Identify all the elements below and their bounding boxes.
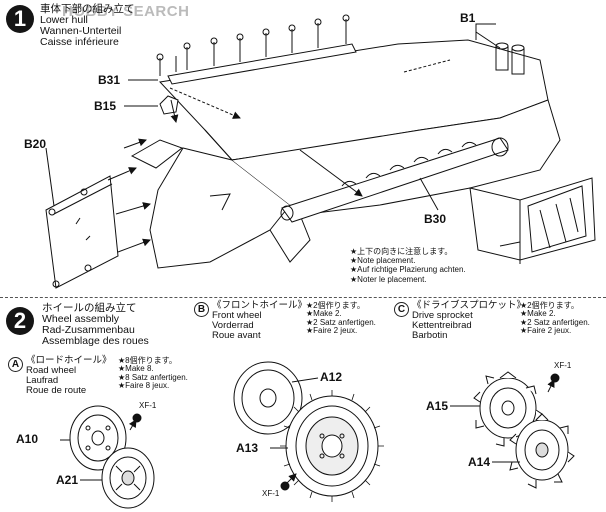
part-label-b31: B31 <box>98 73 121 87</box>
road-wheel-qty-ja: ★8個作ります。 <box>118 356 177 365</box>
step-1-title-fr: Caisse inférieure <box>40 36 119 49</box>
drive-sprocket-title-de: Kettentreibrad <box>412 319 472 331</box>
drive-sprocket-header: 《ドライブスプロケット》 Drive sprocket Kettentreibr… <box>412 301 526 341</box>
step-2-title-ja: ホイールの組み立て <box>42 302 137 314</box>
front-wheel-title-de: Vorderrad <box>212 319 254 331</box>
road-wheel-qty-fr: ★Faire 8 jeux. <box>118 381 170 391</box>
front-wheel-qty-ja: ★2個作ります。 <box>306 301 365 310</box>
front-wheel-qty-de: ★2 Satz anfertigen. <box>306 317 376 327</box>
part-label-b15: B15 <box>94 99 117 113</box>
part-label-a13: A13 <box>236 441 259 455</box>
drive-sprocket-qty: ★2個作ります。 ★Make 2. ★2 Satz anfertigen. ★F… <box>520 301 590 336</box>
road-wheel-header: 《ロードホイール》 Road wheel Laufrad Roue de rou… <box>26 356 112 396</box>
part-label-a14: A14 <box>468 455 491 469</box>
step-2-header: ホイールの組み立て Wheel assembly Rad-Zusammenbau… <box>42 302 149 348</box>
part-label-xf1-c: XF-1 <box>554 361 572 370</box>
front-wheel-header: 《フロントホイール》 Front wheel Vorderrad Roue av… <box>212 301 307 341</box>
placement-note: ★上下の向きに注意します。 ★Note placement. ★Auf rich… <box>350 247 466 284</box>
step-1-header: 車体下部の組み立て Lower hull Wannen-Unterteil Ca… <box>40 3 135 49</box>
part-label-a15: A15 <box>426 399 449 413</box>
sub-step-c-marker: C <box>394 302 409 317</box>
watermark-text: HOBBY SEARCH <box>62 3 190 20</box>
part-label-xf1-b: XF-1 <box>262 489 280 498</box>
drive-sprocket-drawing <box>450 371 575 489</box>
drive-sprocket-title-en: Drive sprocket <box>412 309 473 321</box>
step-2-title-de: Rad-Zusammenbau <box>42 324 135 337</box>
drive-sprocket-qty-ja: ★2個作ります。 <box>520 301 579 310</box>
drive-sprocket-qty-de: ★2 Satz anfertigen. <box>520 317 590 327</box>
step-1-title-de: Wannen-Unterteil <box>40 25 122 38</box>
placement-note-en: ★Note placement. <box>350 256 416 266</box>
placement-note-de: ★Auf richtige Plazierung achten. <box>350 265 466 275</box>
road-wheel-title-ja: 《ロードホイール》 <box>26 355 112 366</box>
lower-hull-drawing <box>45 14 596 289</box>
road-wheel-qty-en: ★Make 8. <box>118 364 154 374</box>
front-wheel-title-fr: Roue avant <box>212 329 261 341</box>
placement-note-ja: ★上下の向きに注意します。 <box>350 247 453 256</box>
front-wheel-qty-en: ★Make 2. <box>306 309 342 319</box>
step-1-number: 1 <box>6 5 34 33</box>
drive-sprocket-qty-fr: ★Faire 2 jeux. <box>520 326 572 336</box>
front-wheel-title-ja: 《フロントホイール》 <box>212 300 308 311</box>
road-wheel-qty: ★8個作ります。 ★Make 8. ★8 Satz anfertigen. ★F… <box>118 356 188 391</box>
road-wheel-title-de: Laufrad <box>26 374 59 386</box>
part-label-a12: A12 <box>320 370 343 384</box>
part-label-b20: B20 <box>24 137 47 151</box>
front-wheel-title-en: Front wheel <box>212 309 262 321</box>
road-wheel-qty-de: ★8 Satz anfertigen. <box>118 372 188 382</box>
step-2-title-en: Wheel assembly <box>42 313 120 326</box>
front-wheel-qty-fr: ★Faire 2 jeux. <box>306 326 358 336</box>
part-label-xf1-a: XF-1 <box>139 401 157 410</box>
drive-sprocket-title-fr: Barbotin <box>412 329 448 341</box>
sub-step-a-marker: A <box>8 357 23 372</box>
drive-sprocket-title-ja: 《ドライブスプロケット》 <box>412 300 527 311</box>
front-wheel-qty: ★2個作ります。 ★Make 2. ★2 Satz anfertigen. ★F… <box>306 301 376 336</box>
step-divider <box>0 297 606 298</box>
part-label-b1: B1 <box>460 11 476 25</box>
part-label-a10: A10 <box>16 432 39 446</box>
road-wheel-drawing <box>60 405 155 509</box>
step-2-number: 2 <box>6 307 34 335</box>
step-1-title-en: Lower hull <box>40 14 88 27</box>
road-wheel-title-en: Road wheel <box>26 364 77 376</box>
drive-sprocket-qty-en: ★Make 2. <box>520 309 556 319</box>
part-label-b30: B30 <box>424 212 447 226</box>
road-wheel-title-fr: Roue de route <box>26 384 87 396</box>
sub-step-b-marker: B <box>194 302 209 317</box>
step-2-title-fr: Assemblage des roues <box>42 335 149 348</box>
part-label-a21: A21 <box>56 473 79 487</box>
front-wheel-drawing <box>233 361 384 502</box>
placement-note-fr: ★Noter le placement. <box>350 274 427 284</box>
step-1-title-ja: 車体下部の組み立て <box>40 3 135 15</box>
